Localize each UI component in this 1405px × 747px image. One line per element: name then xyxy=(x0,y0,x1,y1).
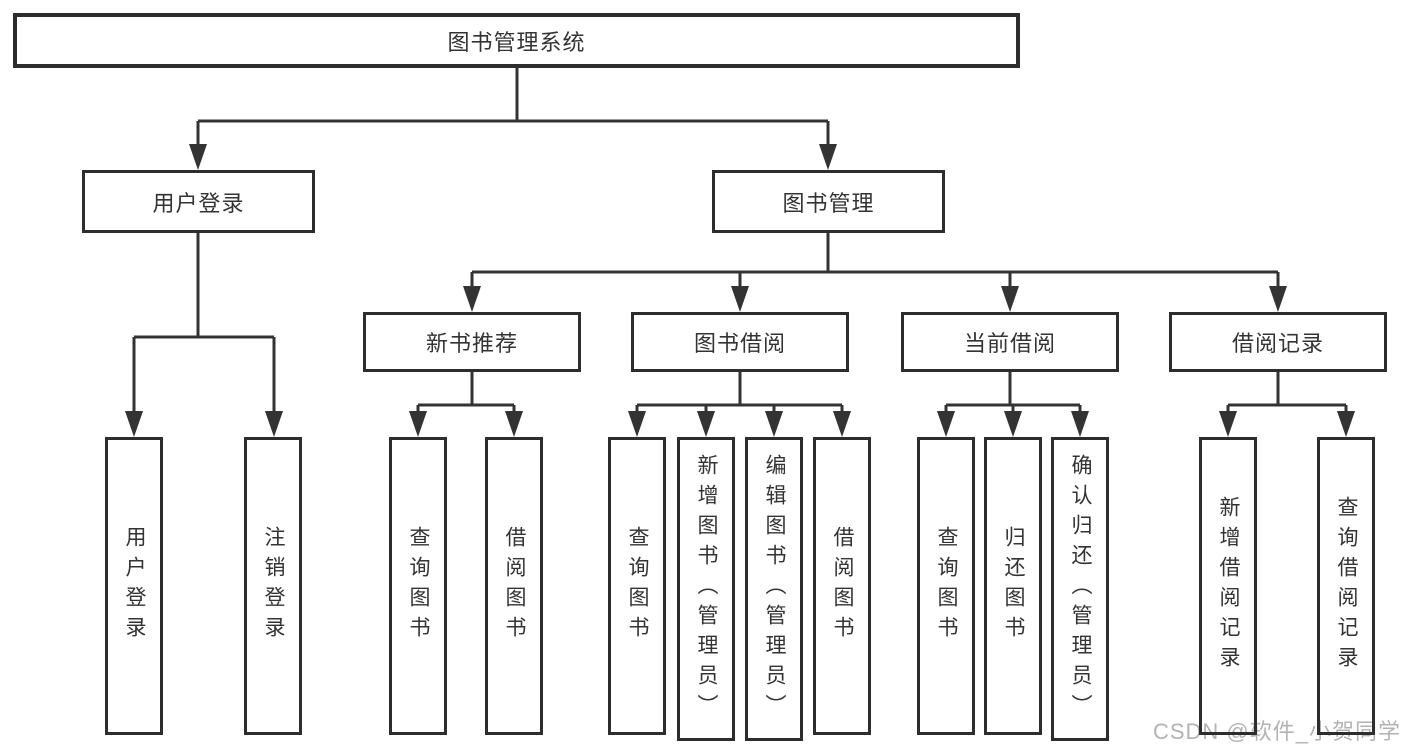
node-book-borrowing: 图书借阅 xyxy=(631,312,849,372)
node-book-management: 图书管理 xyxy=(712,170,945,233)
leaf-logout: 注销登录 xyxy=(244,437,302,735)
node-new-book-recommendation: 新书推荐 xyxy=(363,312,581,372)
leaf-borrow-books-recommend: 借阅图书 xyxy=(485,437,543,735)
leaf-confirm-return-admin: 确认归还（管理员） xyxy=(1051,437,1109,741)
connector-group-borrowing-records xyxy=(1219,372,1355,437)
leaf-query-books-recommend: 查询图书 xyxy=(389,437,447,735)
node-borrowing-records: 借阅记录 xyxy=(1169,312,1387,372)
leaf-query-books-borrow: 查询图书 xyxy=(608,437,666,735)
leaf-add-book-admin: 新增图书（管理员） xyxy=(677,437,735,741)
leaf-borrow-books-borrow: 借阅图书 xyxy=(813,437,871,735)
leaf-add-borrow-record: 新增借阅记录 xyxy=(1199,437,1257,735)
leaf-query-books-current: 查询图书 xyxy=(917,437,975,735)
connector-book-mgmt-to-level3 xyxy=(463,233,1287,312)
leaf-user-login: 用户登录 xyxy=(105,437,163,735)
connector-user-login-children xyxy=(125,233,283,437)
node-user-login: 用户登录 xyxy=(82,170,315,233)
connector-root-to-level2 xyxy=(189,68,837,170)
node-library-management-system: 图书管理系统 xyxy=(13,13,1020,68)
leaf-return-books: 归还图书 xyxy=(984,437,1042,735)
connector-group-current-borrowing xyxy=(937,372,1089,437)
leaf-edit-book-admin: 编辑图书（管理员） xyxy=(745,437,803,741)
connector-group-book-borrowing xyxy=(628,372,851,437)
leaf-query-borrow-record: 查询借阅记录 xyxy=(1317,437,1375,735)
watermark: CSDN @软件_小贺同学 xyxy=(1152,719,1401,744)
node-current-borrowing: 当前借阅 xyxy=(901,312,1119,372)
connector-group-new-book-recommend xyxy=(409,372,523,437)
